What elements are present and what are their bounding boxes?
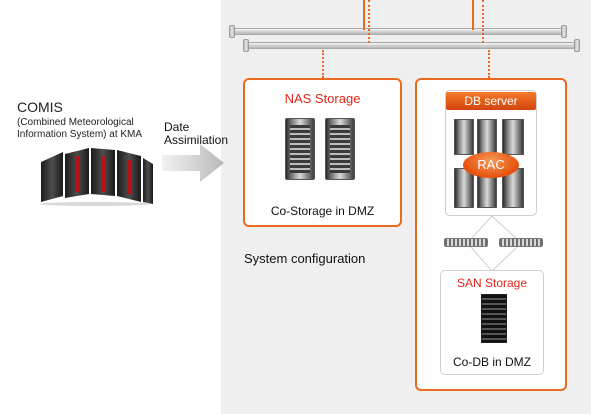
comis-title: COMIS	[17, 99, 63, 115]
comis-subtitle-line1: (Combined Meteorological	[17, 117, 134, 128]
nas-storage-title: NAS Storage	[284, 91, 361, 106]
data-flow-arrow	[162, 144, 224, 182]
uplink-line	[472, 0, 474, 30]
pipe-end-cap	[574, 39, 580, 52]
san-switch-icon	[499, 238, 543, 247]
db-link-line	[488, 50, 490, 78]
pipe-end-cap	[561, 25, 567, 38]
nas-link-line	[322, 50, 324, 78]
switch-connection-lines	[469, 216, 519, 272]
pipe-end-cap	[243, 39, 249, 52]
pipe-end-cap	[229, 25, 235, 38]
db-server-header: DB server	[446, 92, 536, 110]
supercomputer-cluster-icon	[39, 148, 153, 206]
uplink-line-dotted	[368, 0, 370, 43]
san-storage-panel: SAN Storage Co-DB in DMZ	[440, 270, 544, 375]
comis-subtitle-line2: Information System) at KMA	[17, 129, 143, 140]
uplink-line-dotted	[482, 0, 484, 43]
nas-server-icon	[285, 118, 315, 180]
network-pipe-upper	[232, 28, 564, 35]
nas-storage-box: NAS Storage Co-Storage in DMZ	[243, 78, 402, 227]
nas-server-icon	[325, 118, 355, 180]
system-configuration-caption: System configuration	[244, 251, 366, 266]
network-pipe-lower	[246, 42, 576, 49]
db-server-icon	[454, 119, 474, 155]
uplink-line	[363, 0, 365, 30]
arrow-label-line1: Date	[164, 120, 190, 134]
san-storage-rack-icon	[481, 294, 507, 343]
db-server-icon	[477, 119, 497, 155]
db-server-icon	[502, 119, 524, 155]
san-switch-icon	[444, 238, 488, 247]
rac-cluster-badge: RAC	[463, 152, 519, 178]
san-storage-caption: Co-DB in DMZ	[452, 355, 531, 369]
san-storage-title: SAN Storage	[456, 276, 528, 290]
arrow-label-line2: Assimilation	[164, 133, 229, 147]
nas-storage-caption: Co-Storage in DMZ	[270, 204, 375, 218]
